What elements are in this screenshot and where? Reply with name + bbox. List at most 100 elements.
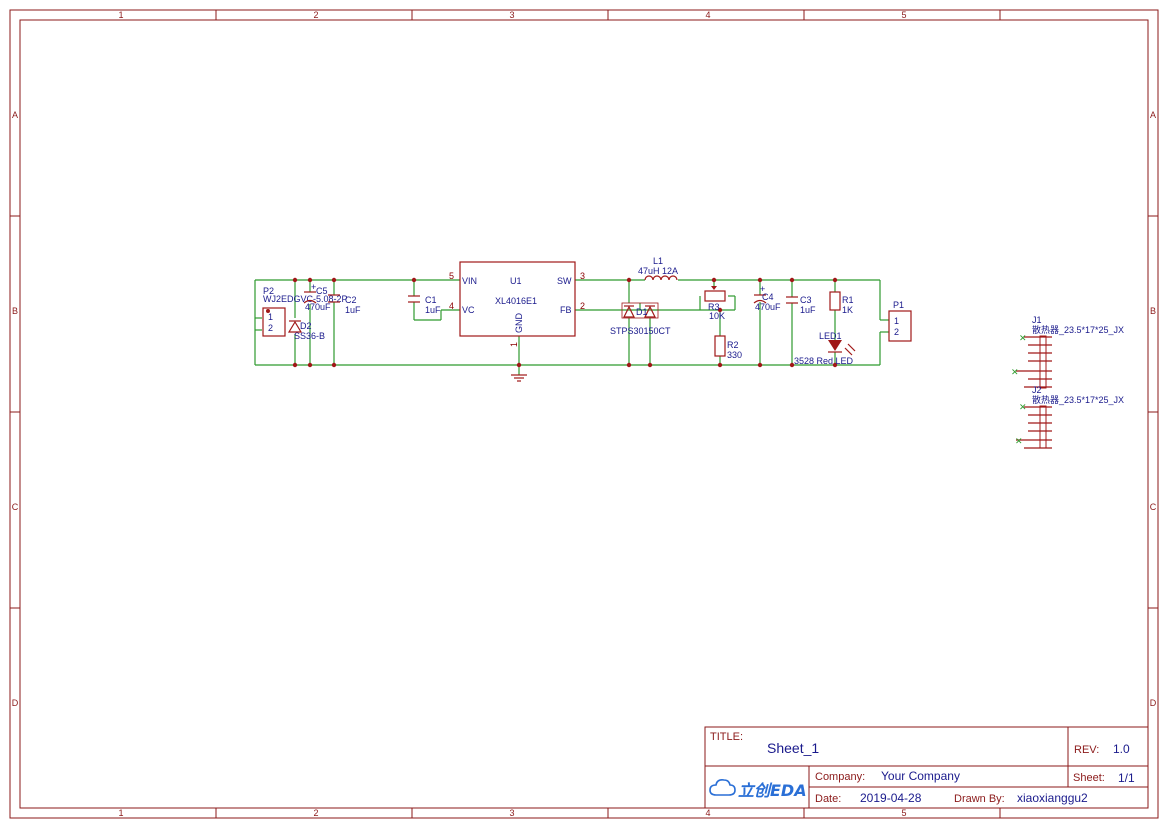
title-label: TITLE: [710, 731, 743, 743]
row-label-left: A [12, 110, 18, 120]
r1-resistor[interactable]: R1 1K [829, 291, 854, 315]
drawn-by-label: Drawn By: [954, 793, 1005, 805]
led1-value: 3528 Red LED [794, 356, 854, 366]
p1-pin2: 2 [894, 327, 899, 337]
row-label-left: D [12, 698, 19, 708]
r2-resistor[interactable]: R2 330 [714, 335, 742, 360]
u1-pin-fb: FB [560, 305, 572, 315]
u1-pinnum-gnd: 1 [509, 342, 519, 347]
p1-pin1: 1 [894, 316, 899, 326]
d2-diode[interactable]: D2 SS36-B [287, 320, 325, 341]
column-markers: 1 2 3 4 5 1 2 3 4 5 [118, 10, 1001, 818]
sheet-title: Sheet_1 [767, 740, 819, 756]
u1-pinnum-vin: 5 [449, 271, 454, 281]
junctions [292, 277, 838, 368]
c3-value: 1uF [800, 305, 816, 315]
company-value: Your Company [881, 769, 960, 783]
r3-value: 10K [709, 311, 725, 321]
c5-value: 470uF [305, 302, 331, 312]
led1-diode[interactable]: LED1 3528 Red LED [794, 331, 856, 366]
c2-ref: C2 [345, 295, 357, 305]
row-label-right: A [1150, 110, 1156, 120]
d1-value: STPS30150CT [610, 326, 671, 336]
svg-text:✕: ✕ [1019, 334, 1027, 344]
p1-ref: P1 [893, 300, 904, 310]
r1-value: 1K [842, 305, 853, 315]
l1-ref: L1 [653, 256, 663, 266]
u1-chip[interactable]: U1 XL4016E1 VIN VC SW FB GND 5 4 3 2 1 [449, 261, 585, 347]
led1-ref: LED1 [819, 331, 842, 341]
d2-ref: D2 [300, 321, 312, 331]
u1-pin-sw: SW [557, 276, 572, 286]
l1-inductor[interactable]: L1 47uH 12A [638, 256, 678, 281]
drawn-by-value: xiaoxianggu2 [1017, 791, 1088, 805]
j2-heatsink[interactable]: J2 散热器_23.5*17*25_JX ✕ ✕ [1015, 385, 1124, 449]
r1-ref: R1 [842, 295, 854, 305]
r2-value: 330 [727, 350, 742, 360]
col-label-bottom: 3 [509, 808, 514, 818]
c2-value: 1uF [345, 305, 361, 315]
sheet-value: 1/1 [1118, 771, 1135, 785]
date-label: Date: [815, 793, 841, 805]
j1-ref: J1 [1032, 315, 1042, 325]
u1-value: XL4016E1 [495, 296, 537, 306]
c5-capacitor[interactable]: + C5 470uF [303, 282, 331, 312]
c3-capacitor[interactable]: C3 1uF [786, 295, 816, 315]
r3-potentiometer[interactable]: R3 10K [704, 286, 726, 321]
r3-ref: R3 [708, 302, 720, 312]
col-label-top: 4 [705, 10, 710, 20]
cloud-icon [709, 779, 736, 796]
d1-diode[interactable]: D1 STPS30150CT [610, 302, 671, 336]
c4-ref: C4 [762, 292, 774, 302]
c4-capacitor[interactable]: + C4 470uF [753, 284, 781, 312]
col-label-bottom: 1 [118, 808, 123, 818]
row-label-left: B [12, 306, 18, 316]
sheet-label: Sheet: [1073, 772, 1105, 784]
p2-value: WJ2EDGVC-5.08-2P [263, 294, 348, 304]
svg-text:+: + [311, 282, 316, 292]
p1-connector[interactable]: P1 1 2 [888, 300, 912, 342]
u1-pinnum-vc: 4 [449, 301, 454, 311]
col-label-bottom: 2 [313, 808, 318, 818]
c3-ref: C3 [800, 295, 812, 305]
u1-pin-gnd: GND [514, 313, 524, 334]
row-label-right: C [1150, 502, 1157, 512]
col-label-top: 5 [901, 10, 906, 20]
l1-value: 47uH 12A [638, 266, 678, 276]
j1-value: 散热器_23.5*17*25_JX [1032, 324, 1124, 335]
inner-frame [19, 19, 1149, 809]
col-label-top: 3 [509, 10, 514, 20]
col-label-top: 1 [118, 10, 123, 20]
j1-heatsink[interactable]: J1 散热器_23.5*17*25_JX ✕ ✕ [1011, 315, 1124, 389]
u1-ref: U1 [510, 276, 522, 286]
svg-text:✕: ✕ [1011, 368, 1019, 378]
u1-pinnum-fb: 2 [580, 301, 585, 311]
svg-text:✕: ✕ [1019, 403, 1027, 413]
rev-value: 1.0 [1113, 742, 1130, 756]
p2-ref: P2 [263, 286, 274, 296]
row-label-right: B [1150, 306, 1156, 316]
company-label: Company: [815, 771, 865, 783]
row-label-right: D [1150, 698, 1157, 708]
row-label-left: C [12, 502, 19, 512]
d2-value: SS36-B [294, 331, 325, 341]
p2-pin2: 2 [268, 323, 273, 333]
c1-value: 1uF [425, 305, 441, 315]
rev-label: REV: [1074, 744, 1099, 756]
date-value: 2019-04-28 [860, 791, 922, 805]
wires [254, 279, 889, 375]
ground-symbol [511, 374, 527, 382]
svg-text:✕: ✕ [1015, 437, 1023, 447]
c4-value: 470uF [755, 302, 781, 312]
p2-connector[interactable]: P2 WJ2EDGVC-5.08-2P 1 2 [262, 286, 348, 337]
c1-capacitor[interactable]: C1 1uF [408, 295, 441, 315]
outer-frame [9, 9, 1159, 819]
u1-pin-vc: VC [462, 305, 475, 315]
j2-ref: J2 [1032, 385, 1042, 395]
u1-pinnum-sw: 3 [580, 271, 585, 281]
c2-capacitor[interactable]: C2 1uF [328, 294, 361, 315]
col-label-bottom: 4 [705, 808, 710, 818]
r2-ref: R2 [727, 340, 739, 350]
j2-value: 散热器_23.5*17*25_JX [1032, 394, 1124, 405]
